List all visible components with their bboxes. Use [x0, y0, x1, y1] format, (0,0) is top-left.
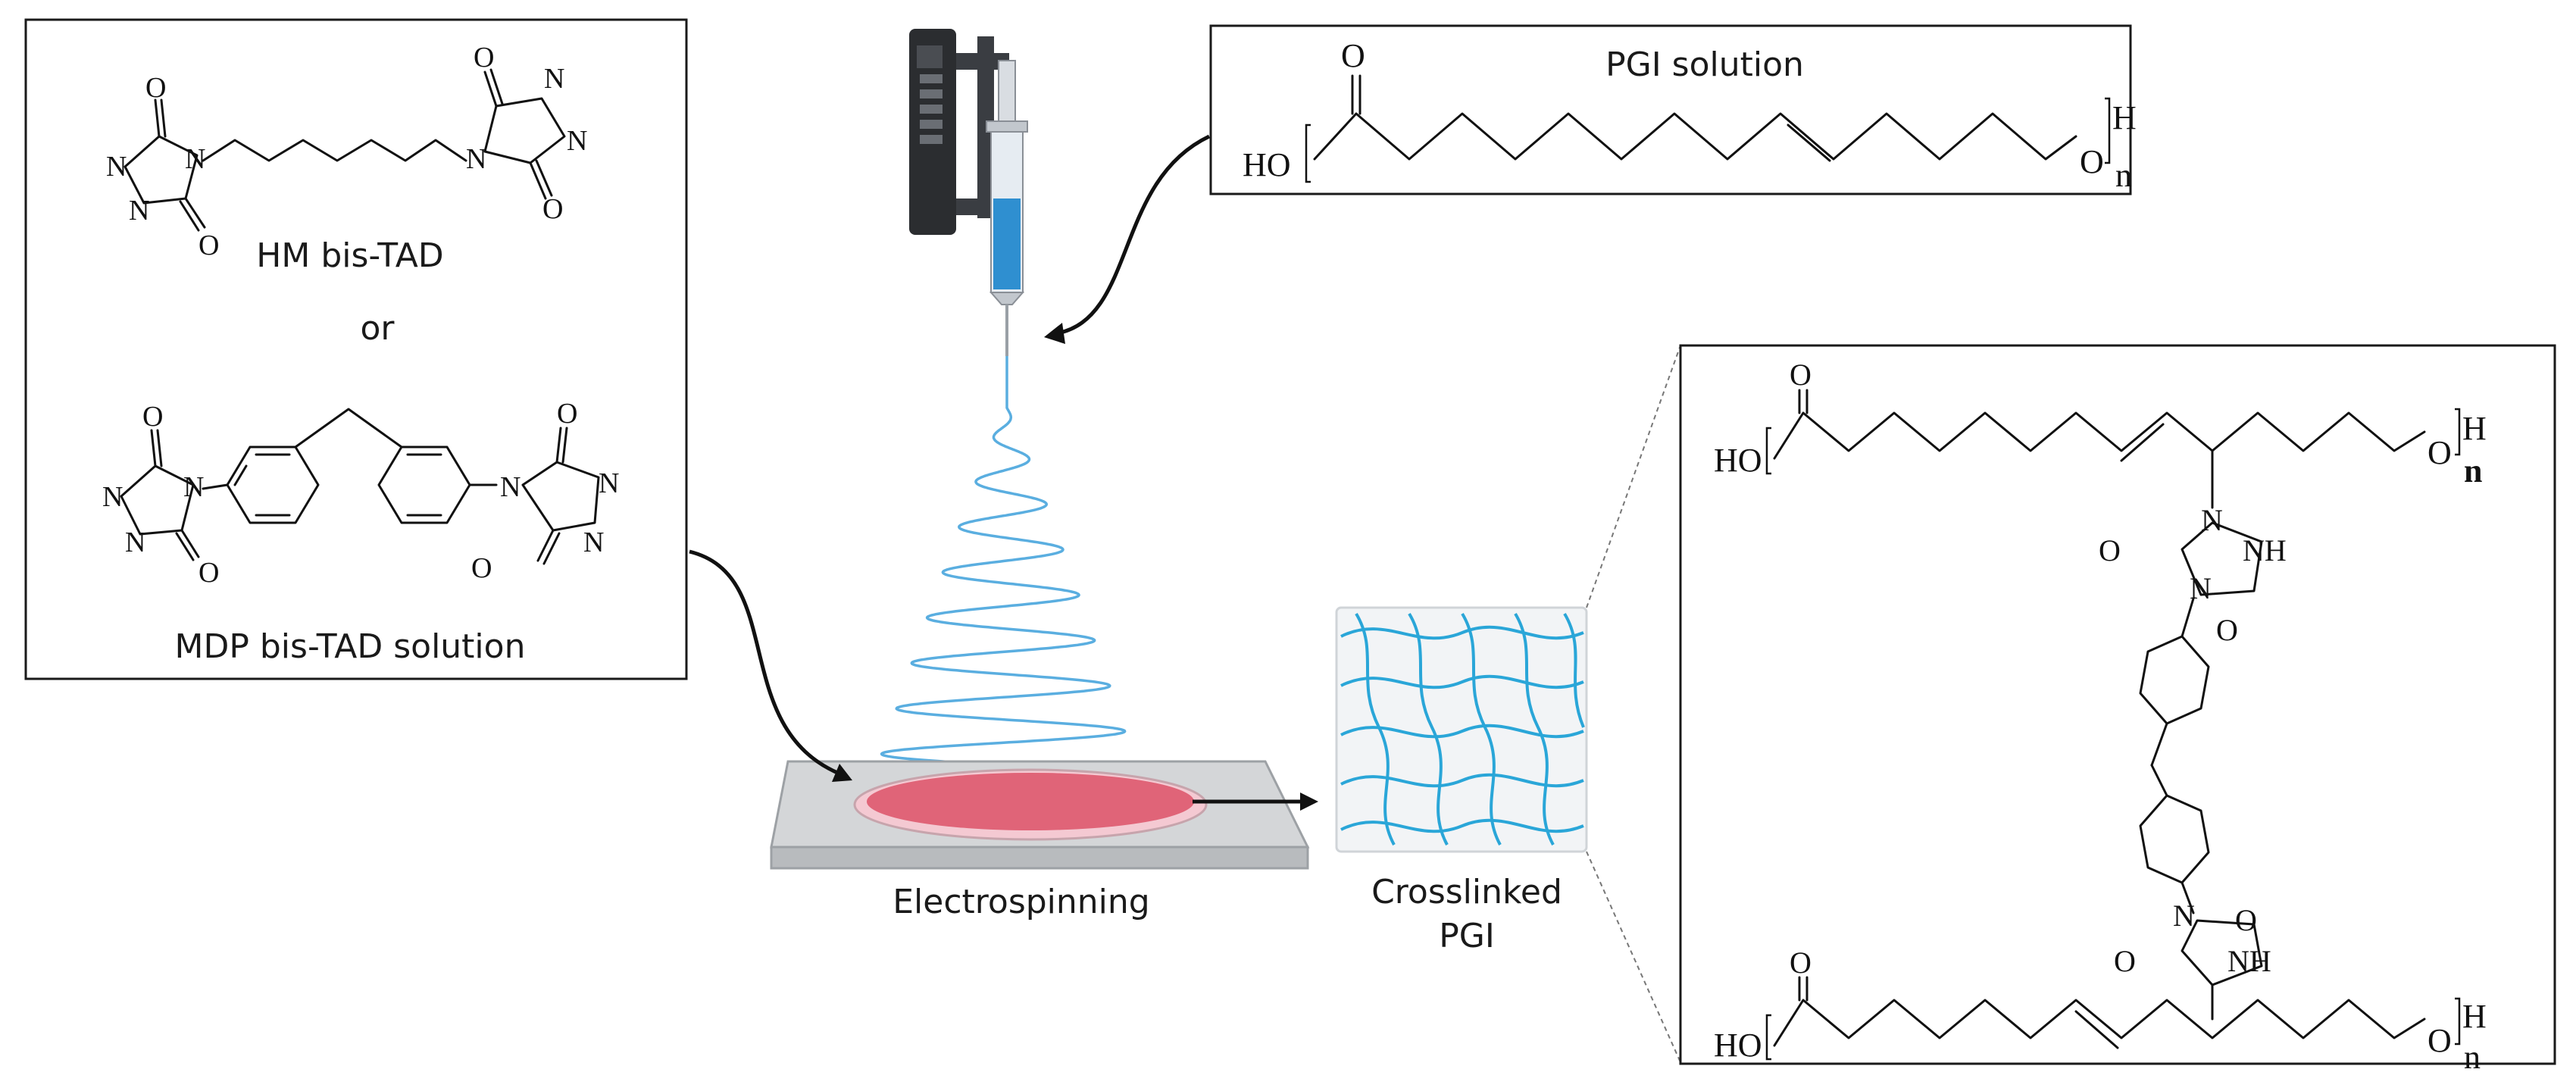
fiber-jet-spiral — [880, 356, 1141, 789]
collector — [770, 760, 1310, 870]
svg-text:O: O — [1790, 358, 1812, 392]
svg-text:O: O — [2216, 613, 2238, 647]
tad-ring-right — [483, 97, 566, 164]
electrospinning-label: Electrospinning — [893, 883, 1149, 921]
petri-dish-solution — [867, 773, 1194, 830]
svg-text:n: n — [2464, 1039, 2481, 1076]
svg-text:NH: NH — [2243, 533, 2287, 567]
svg-text:N: N — [129, 195, 149, 227]
mdp-tad-ring-right — [521, 461, 600, 532]
mdp-tad-ring-left — [120, 464, 195, 536]
syringe-plunger — [998, 60, 1016, 122]
svg-text:O: O — [2099, 533, 2121, 567]
pgi-hydroxyl: HO — [1243, 146, 1291, 183]
syringe-fluid — [993, 199, 1021, 289]
or-label: or — [360, 309, 395, 348]
svg-text:N: N — [544, 63, 564, 95]
pgi-end-h: H — [2112, 99, 2137, 136]
crosslinked-mesh — [1335, 606, 1588, 853]
hm-bis-tad-structure: O N N N O N O N N O — [106, 42, 587, 261]
svg-text:n: n — [2464, 452, 2482, 489]
svg-text:O: O — [557, 398, 577, 430]
mesh-square — [1335, 606, 1588, 853]
svg-text:N: N — [466, 143, 486, 175]
top-chain-ho: HO — [1714, 442, 1762, 479]
bottom-chain-ho: HO — [1714, 1027, 1762, 1064]
svg-text:O: O — [471, 552, 492, 584]
pgi-ester-o: O — [2080, 143, 2104, 180]
zoom-guide-bottom — [1586, 851, 1681, 1063]
svg-text:O: O — [199, 557, 219, 589]
pgi-solution-panel: PGI solution HO O O H n — [1209, 24, 2137, 195]
svg-text:N: N — [567, 125, 587, 157]
bottom-chain-backbone — [1773, 999, 2426, 1047]
phenyl-ring-right — [377, 445, 471, 524]
bis-tad-panel: O N N N O N O N N O HM bis-TAD or — [24, 18, 688, 680]
svg-text:N: N — [106, 151, 127, 183]
syringe-pump — [909, 29, 1028, 356]
methylene-bridge — [294, 408, 403, 449]
svg-text:O: O — [474, 42, 494, 73]
bottom-urazole-ring — [2181, 919, 2263, 986]
svg-text:N: N — [2173, 899, 2195, 933]
svg-text:N: N — [185, 143, 205, 175]
pgi-bracket-right — [2105, 97, 2111, 164]
svg-text:O: O — [2428, 434, 2452, 471]
mdp-bis-tad-label: MDP bis-TAD solution — [175, 627, 526, 666]
crosslinked-label-line1: Crosslinked — [1371, 873, 1562, 911]
svg-text:N: N — [2201, 503, 2223, 537]
hexamethylene-chain — [202, 139, 467, 162]
mdp-bis-tad-structure: O N N N O N O N N O — [102, 398, 619, 589]
tad-ring-left — [123, 135, 199, 205]
pgi-bracket-left — [1305, 123, 1311, 183]
svg-text:H: H — [2462, 998, 2487, 1035]
svg-text:NH: NH — [2227, 944, 2271, 978]
svg-text:O: O — [142, 401, 163, 433]
svg-text:N: N — [125, 527, 145, 558]
hm-bis-tad-label: HM bis-TAD — [256, 236, 443, 275]
svg-text:N: N — [102, 481, 123, 513]
pgi-backbone-chain — [1313, 112, 2077, 161]
svg-text:O: O — [542, 193, 563, 225]
svg-text:O: O — [199, 230, 219, 261]
bis-tad-panel-frame — [24, 18, 688, 680]
flow-arrows — [689, 134, 1318, 811]
phenyl-ring-left — [226, 445, 320, 524]
svg-text:O: O — [2114, 944, 2136, 978]
pgi-panel-title: PGI solution — [1605, 45, 1804, 84]
crosslinked-panel-frame — [1679, 344, 2556, 1065]
top-urazole-ring — [2181, 521, 2263, 596]
svg-text:O: O — [2428, 1022, 2452, 1059]
zoom-guide-top — [1586, 345, 1681, 608]
top-chain-backbone — [1773, 411, 2426, 460]
crosslinked-label-line2: PGI — [1439, 917, 1495, 955]
svg-text:N: N — [583, 527, 604, 558]
arrow-pgi-to-syringe — [1056, 134, 1211, 336]
svg-text:N: N — [183, 471, 204, 503]
svg-text:O: O — [1790, 946, 1812, 980]
pgi-repeat-n: n — [2115, 157, 2132, 194]
svg-text:N: N — [599, 467, 619, 499]
crosslinked-structure-panel: HO O O H n N NH N O O N O NH O HO — [1679, 344, 2556, 1076]
pgi-panel-frame — [1209, 24, 2132, 195]
svg-text:H: H — [2462, 410, 2487, 447]
svg-text:O: O — [145, 72, 166, 104]
arrow-bistad-to-dish — [689, 549, 842, 777]
svg-text:O: O — [2235, 903, 2257, 937]
svg-text:N: N — [500, 471, 521, 503]
pgi-carbonyl-o: O — [1341, 37, 1365, 74]
